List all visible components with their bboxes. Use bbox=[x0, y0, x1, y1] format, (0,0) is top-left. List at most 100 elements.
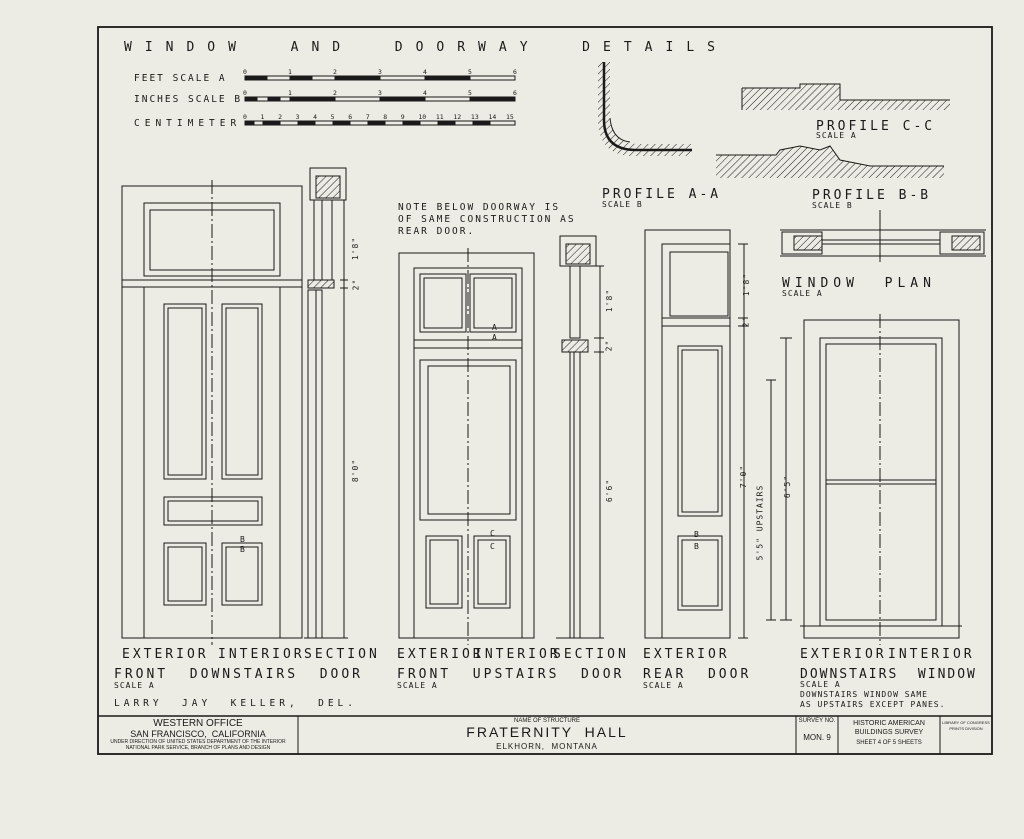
caption-front-down-name: FRONT DOWNSTAIRS DOOR bbox=[114, 667, 364, 682]
tb-loc-stamp-2: PRINTS DIVISION bbox=[949, 726, 983, 731]
feet-scale-tick-label: 2 bbox=[333, 68, 337, 76]
dim-rear-door: 7'0" bbox=[739, 464, 749, 489]
inches-scale-tick-label: 5 bbox=[468, 89, 472, 97]
centimeter-scale-tick-label: 2 bbox=[278, 113, 282, 121]
dim-front-down-transom: 1'8" bbox=[351, 236, 361, 261]
profile-b-b-label: PROFILE B-B bbox=[812, 188, 932, 203]
downstairs-window-elevation bbox=[766, 314, 962, 645]
dim-window-up: 5'5" UPSTAIRS bbox=[755, 484, 765, 561]
inches-scale-bar bbox=[244, 96, 516, 102]
rear-door-elevation bbox=[644, 229, 748, 639]
centimeter-scale-tick-label: 13 bbox=[470, 113, 479, 121]
feet-scale-tick-label: 3 bbox=[378, 68, 382, 76]
dim-front-up-bar: 2" bbox=[604, 339, 614, 352]
marker-b-lower: B bbox=[240, 545, 246, 554]
centimeter-scale-tick-label: 9 bbox=[400, 113, 405, 121]
caption-front-up-scale: SCALE A bbox=[397, 681, 438, 690]
caption-window-name: DOWNSTAIRS WINDOW bbox=[800, 667, 977, 682]
front-downstairs-door-section bbox=[304, 167, 348, 639]
dim-front-down-bar: 2" bbox=[351, 278, 361, 291]
centimeter-scale-tick-label: 1 bbox=[260, 113, 265, 121]
tb-habs-2: BUILDINGS SURVEY bbox=[854, 729, 924, 736]
drawing-title: WINDOW AND DOORWAY DETAILS bbox=[124, 40, 728, 55]
dim-front-up-transom: 1'8" bbox=[605, 288, 615, 313]
profile-a-a-scale: SCALE B bbox=[602, 200, 643, 209]
caption-window-note-2: AS UPSTAIRS EXCEPT PANES. bbox=[800, 700, 946, 709]
centimeter-scale-tick-label: 11 bbox=[435, 113, 444, 121]
tb-structure-label: NAME OF STRUCTURE bbox=[514, 718, 580, 724]
centimeter-scale-tick-label: 10 bbox=[418, 113, 427, 121]
profile-c-c-scale: SCALE A bbox=[816, 131, 857, 140]
front-upstairs-door-elevation bbox=[398, 248, 535, 645]
feet-scale-tick-label: 0 bbox=[243, 68, 247, 76]
caption-front-down-exterior: EXTERIOR bbox=[122, 647, 209, 662]
tb-habs-1: HISTORIC AMERICAN bbox=[853, 720, 925, 727]
tb-loc-stamp: LIBRARY OF CONGRESS bbox=[942, 720, 990, 725]
dim-rear-bar: 2" bbox=[741, 315, 751, 328]
tb-survey-no: MON. 9 bbox=[803, 733, 831, 742]
dim-front-down-door: 8'0" bbox=[351, 458, 361, 483]
feet-scale-tick-label: 4 bbox=[423, 68, 427, 76]
feet-scale-bar bbox=[244, 75, 516, 81]
profile-a-a-label: PROFILE A-A bbox=[602, 187, 722, 202]
caption-front-down-section: SECTION bbox=[304, 647, 380, 662]
delineator: LARRY JAY KELLER, DEL. bbox=[114, 698, 357, 709]
centimeter-scale-tick-label: 3 bbox=[295, 113, 300, 121]
feet-scale-tick-label: 1 bbox=[288, 68, 292, 76]
caption-front-up-interior: INTERIOR bbox=[474, 647, 561, 662]
profile-c-c-label: PROFILE C-C bbox=[816, 119, 936, 134]
marker-b-rear-upper: B bbox=[694, 530, 700, 539]
caption-rear-name: REAR DOOR bbox=[643, 667, 752, 682]
marker-b-upper: B bbox=[240, 535, 246, 544]
caption-front-down-scale: SCALE A bbox=[114, 681, 155, 690]
caption-window-scale: SCALE A bbox=[800, 680, 841, 689]
window-plan-scale: SCALE A bbox=[782, 289, 823, 298]
caption-rear-scale: SCALE A bbox=[643, 681, 684, 690]
centimeter-scale-label: CENTIMETER bbox=[134, 118, 242, 129]
centimeter-scale-tick-label: 6 bbox=[348, 113, 353, 121]
centimeter-scale-tick-label: 15 bbox=[506, 113, 514, 121]
inches-scale-tick-label: 1 bbox=[288, 89, 292, 97]
inches-scale-tick-label: 6 bbox=[513, 89, 517, 97]
profile-b-b-drawing bbox=[716, 145, 944, 178]
marker-a-upper: A bbox=[492, 323, 498, 332]
marker-c-lower: C bbox=[490, 542, 496, 551]
dim-window-down: 6'5" bbox=[783, 474, 793, 499]
tb-survey-label: SURVEY NO. bbox=[798, 718, 836, 724]
tb-sheet-number: SHEET 4 OF 5 SHEETS bbox=[856, 740, 922, 746]
caption-window-exterior: EXTERIOR bbox=[800, 647, 887, 662]
dim-rear-transom: 1'8" bbox=[742, 272, 752, 297]
feet-scale-tick-label: 5 bbox=[468, 68, 472, 76]
tb-office: WESTERN OFFICE bbox=[153, 718, 243, 729]
window-plan-label: WINDOW PLAN bbox=[782, 276, 936, 291]
inches-scale-tick-label: 0 bbox=[243, 89, 247, 97]
tb-structure-name: FRATERNITY HALL bbox=[466, 724, 628, 740]
centimeter-scale-bar bbox=[244, 120, 516, 126]
profile-b-b-scale: SCALE B bbox=[812, 201, 853, 210]
front-downstairs-door-elevation bbox=[121, 180, 303, 645]
caption-front-up-section: SECTION bbox=[553, 647, 629, 662]
centimeter-scale-tick-label: 8 bbox=[383, 113, 388, 121]
inches-scale-tick-label: 3 bbox=[378, 89, 382, 97]
caption-front-up-name: FRONT UPSTAIRS DOOR bbox=[397, 667, 625, 682]
inches-scale-tick-label: 4 bbox=[423, 89, 427, 97]
profile-c-c-drawing bbox=[741, 83, 950, 110]
inches-scale-label: INCHES SCALE B bbox=[134, 94, 243, 105]
centimeter-scale-tick-label: 5 bbox=[330, 113, 335, 121]
note-line-2: OF SAME CONSTRUCTION AS bbox=[398, 214, 576, 225]
centimeter-scale-tick-label: 14 bbox=[488, 113, 497, 121]
tb-branch: NATIONAL PARK SERVICE, BRANCH OF PLANS A… bbox=[125, 745, 271, 751]
centimeter-scale-tick-label: 4 bbox=[313, 113, 318, 121]
inches-scale-tick-label: 2 bbox=[333, 89, 337, 97]
note-line-3: REAR DOOR. bbox=[398, 226, 476, 237]
note-line-1: NOTE BELOW DOORWAY IS bbox=[398, 202, 561, 213]
centimeter-scale-tick-label: 7 bbox=[365, 113, 370, 121]
tb-location: ELKHORN, MONTANA bbox=[496, 742, 598, 751]
marker-b-rear-lower: B bbox=[694, 542, 700, 551]
window-plan-drawing bbox=[780, 210, 986, 262]
sheet-border bbox=[97, 26, 993, 755]
feet-scale-label: FEET SCALE A bbox=[134, 73, 227, 84]
caption-front-down-interior: INTERIOR bbox=[218, 647, 305, 662]
